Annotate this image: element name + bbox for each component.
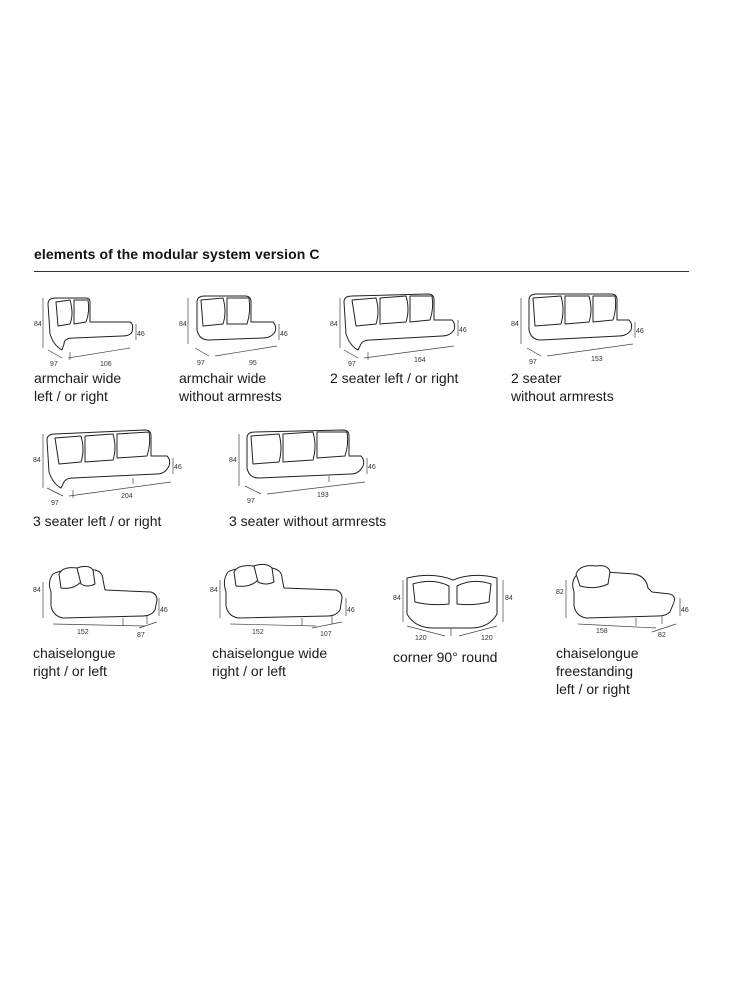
dim-height: 84: [330, 321, 338, 328]
dim-depth: 87: [137, 632, 145, 639]
chaiselongue-freestanding-drawing: 82 46 158 82: [556, 565, 689, 639]
title-divider: [34, 271, 689, 272]
item-caption: corner 90° round: [393, 649, 498, 665]
dim-height: 84: [179, 321, 187, 328]
dim-seat: 46: [459, 327, 467, 334]
dim-seat: 46: [681, 607, 689, 614]
dim-depth: 97: [529, 359, 537, 366]
item-caption: 3 seater without armrests: [229, 513, 387, 529]
item-3-seater: 84 46 97 204 3 seater left / or right: [33, 429, 193, 530]
dim-depth: 97: [247, 498, 255, 505]
corner-round-drawing: 84 84 120 120: [393, 574, 513, 642]
dim-width: 153: [591, 356, 603, 363]
dim-seat: 46: [347, 607, 355, 614]
dim-depth: 97: [51, 500, 59, 507]
dim-depth: 107: [320, 631, 332, 638]
dim-width: 164: [414, 357, 426, 364]
dim-depth: 97: [50, 361, 58, 368]
two-seater-no-arms-drawing: 84 46 97 153: [511, 293, 644, 366]
dim-width: 106: [100, 361, 112, 368]
dim-height-right: 84: [505, 595, 513, 602]
dim-height: 84: [511, 321, 519, 328]
dim-height: 82: [556, 589, 564, 596]
item-2-seater: 84 46 97 164 2 seater left / or right: [330, 293, 480, 387]
dim-seat: 46: [636, 328, 644, 335]
item-3-seater-no-arms: 84 46 97 193 3 seater without armrests: [229, 429, 389, 530]
item-corner-round: 84 84 120 120 corner 90° round: [393, 566, 523, 666]
dim-width: 204: [121, 493, 133, 500]
dim-seat: 46: [174, 464, 182, 471]
dim-width: 95: [249, 360, 257, 367]
dim-depth: 82: [658, 632, 666, 639]
item-caption: 3 seater left / or right: [33, 513, 162, 529]
armchair-wide-drawing: 84 46 97 106: [34, 297, 145, 368]
dim-height: 84: [229, 457, 237, 464]
dim-height: 84: [34, 321, 42, 328]
dim-width: 193: [317, 492, 329, 499]
armchair-no-arms-drawing: 84 46 97 95: [179, 295, 288, 367]
dim-depth: 97: [197, 360, 205, 367]
dim-height: 84: [210, 587, 218, 594]
dim-length: 152: [252, 629, 264, 636]
chaiselongue-wide-drawing: 84 46 152 107: [210, 563, 355, 638]
dim-height-left: 84: [393, 595, 401, 602]
dim-left: 120: [415, 635, 427, 642]
section-title: elements of the modular system version C: [34, 246, 320, 262]
dim-height: 84: [33, 457, 41, 464]
three-seater-drawing: 84 46 97 204: [33, 429, 182, 507]
dim-height: 84: [33, 587, 41, 594]
dim-seat: 46: [368, 464, 376, 471]
dim-seat: 46: [160, 607, 168, 614]
dim-length: 158: [596, 628, 608, 635]
two-seater-drawing: 84 46 97 164: [330, 293, 467, 368]
item-caption: 2 seater left / or right: [330, 370, 459, 386]
dim-right: 120: [481, 635, 493, 642]
three-seater-no-arms-drawing: 84 46 97 193: [229, 429, 376, 505]
dim-seat: 46: [137, 331, 145, 338]
dim-seat: 46: [280, 331, 288, 338]
dim-depth: 97: [348, 361, 356, 368]
chaiselongue-drawing: 84 46 152 87: [33, 565, 168, 639]
dim-length: 152: [77, 629, 89, 636]
